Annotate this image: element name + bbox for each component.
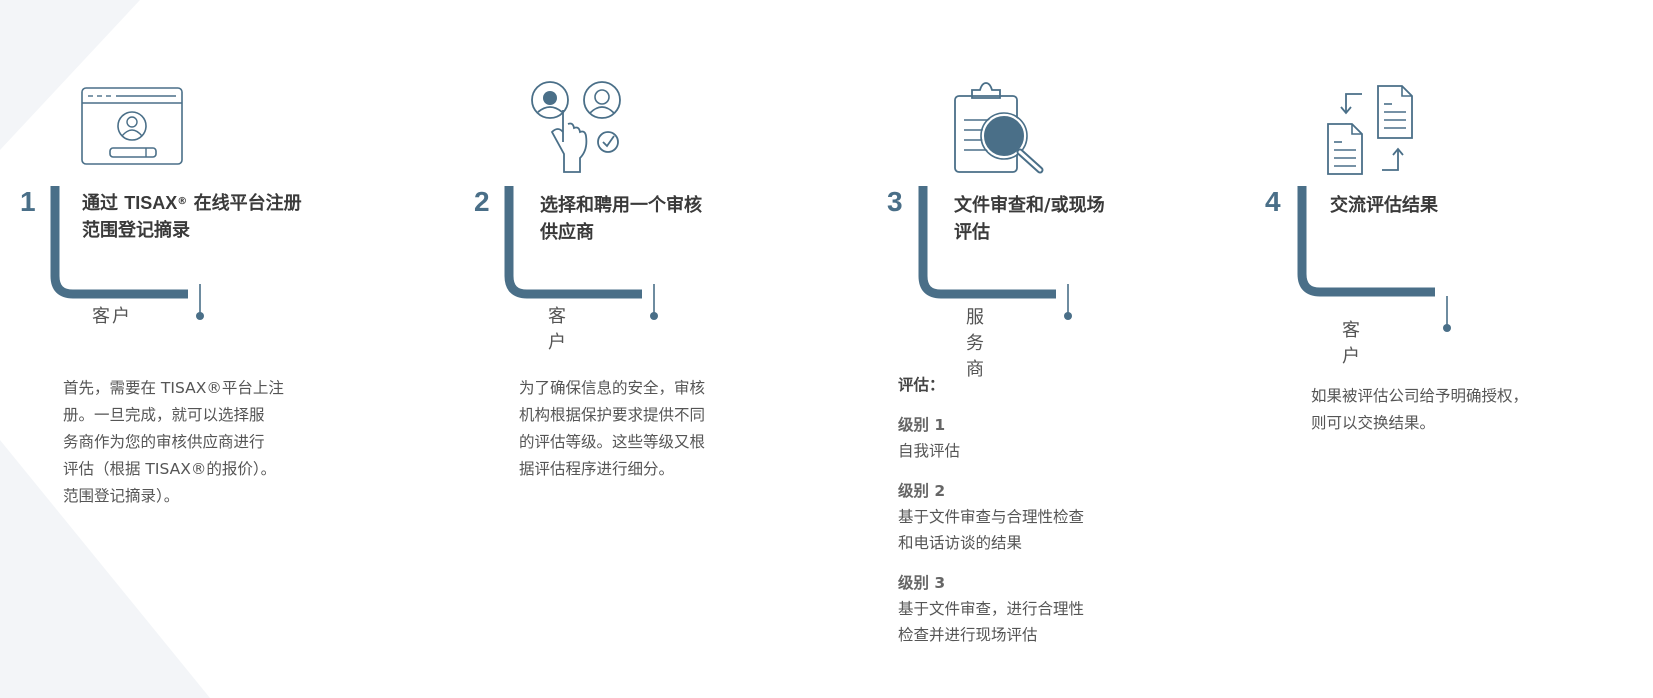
step-number: 2 xyxy=(474,186,490,217)
step-role: 客户 xyxy=(548,306,568,353)
step-1: 1 通过 TISAX® 在线平台注册 范围登记摘录 客户 首先，需要在 TISA… xyxy=(0,0,420,698)
document-review-icon xyxy=(954,82,1044,174)
exchange-documents-icon xyxy=(1327,85,1413,175)
step-title: 交流评估结果 xyxy=(1330,195,1438,216)
step-title: 文件审查和/或现场 评估 xyxy=(954,195,1105,243)
evaluation-level-3: 级别 3 基于文件审查，进行合理性 检查并进行现场评估 xyxy=(898,574,1085,644)
step-number: 1 xyxy=(20,186,36,217)
select-provider-icon xyxy=(531,81,621,173)
step-number: 4 xyxy=(1265,186,1281,217)
browser-login-icon xyxy=(81,87,183,165)
step-role: 客户 xyxy=(92,306,132,327)
step-title: 通过 TISAX® 在线平台注册 范围登记摘录 xyxy=(82,193,302,241)
step-bracket xyxy=(50,186,204,320)
step-bracket xyxy=(504,186,658,320)
evaluation-heading: 评估： xyxy=(898,376,945,394)
step-number: 3 xyxy=(887,186,903,217)
evaluation-levels: 评估： 级别 1 自我评估 级别 2 基于文件审查与合理性检查 和电话访谈的结果… xyxy=(898,372,1138,662)
evaluation-level-2: 级别 2 基于文件审查与合理性检查 和电话访谈的结果 xyxy=(898,482,1085,552)
step-role: 服务商 xyxy=(966,307,986,380)
step-role: 客户 xyxy=(1342,320,1362,367)
evaluation-level-1: 级别 1 自我评估 xyxy=(898,416,961,460)
step-description: 如果被评估公司给予明确授权， 则可以交换结果。 xyxy=(1311,387,1529,432)
step-bracket xyxy=(1297,186,1451,332)
step-title: 选择和聘用一个审核 供应商 xyxy=(540,195,702,243)
step-description: 首先，需要在 TISAX®平台上注 册。一旦完成，就可以选择服 务商作为您的审核… xyxy=(63,379,284,505)
step-bracket xyxy=(918,186,1072,320)
step-description: 为了确保信息的安全，审核 机构根据保护要求提供不同 的评估等级。这些等级又根 据… xyxy=(519,379,706,478)
